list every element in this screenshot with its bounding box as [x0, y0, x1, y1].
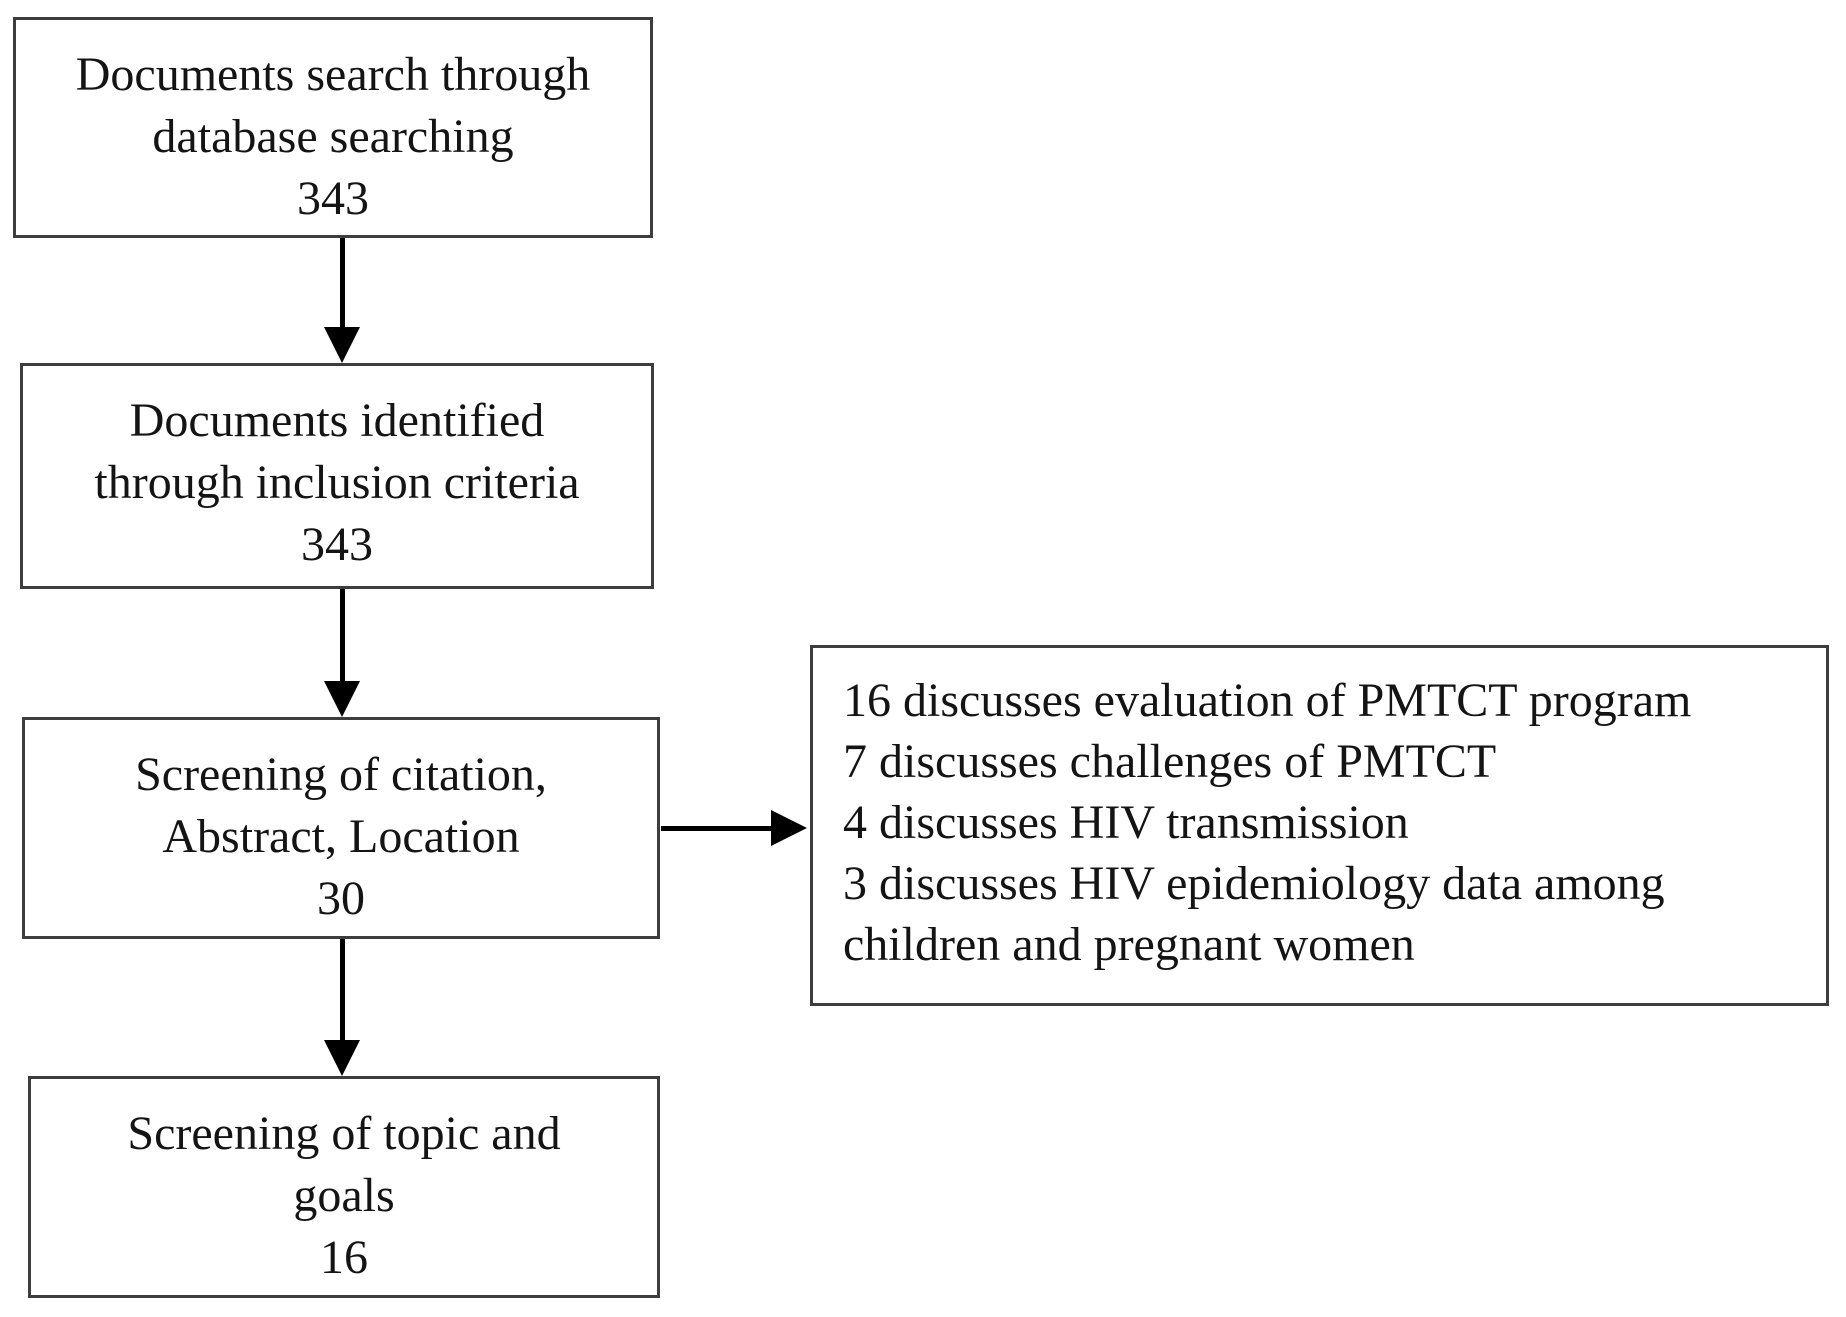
arrow-identified-to-citation — [323, 589, 361, 717]
box-documents-identified: Documents identified through inclusion c… — [20, 363, 654, 589]
down-arrowhead-icon — [324, 327, 360, 363]
box-count: 343 — [301, 518, 373, 571]
box-documents-search: Documents search through database search… — [13, 17, 653, 238]
arrow-shaft — [339, 589, 345, 681]
box-documents-search-text: Documents search through database search… — [16, 20, 650, 230]
box-line: Documents search through — [75, 48, 591, 101]
box-line: Documents identified — [129, 394, 545, 447]
box-line: Screening of topic and — [127, 1107, 561, 1160]
excluded-reason-line: 16 discusses evaluation of PMTCT program — [843, 674, 1692, 727]
box-screening-topic: Screening of topic and goals 16 — [28, 1076, 660, 1298]
excluded-reason-line: 7 discusses challenges of PMTCT — [843, 735, 1497, 788]
box-screening-citation: Screening of citation, Abstract, Locatio… — [22, 717, 660, 939]
box-line: database searching — [152, 110, 514, 163]
down-arrowhead-icon — [324, 1040, 360, 1076]
arrow-citation-to-topic — [323, 939, 361, 1076]
box-line: Screening of citation, — [135, 748, 547, 801]
box-line: Abstract, Location — [162, 810, 520, 863]
arrow-search-to-identified — [323, 238, 361, 363]
box-documents-identified-text: Documents identified through inclusion c… — [23, 366, 651, 576]
arrow-shaft — [661, 825, 771, 831]
box-count: 16 — [320, 1231, 368, 1284]
box-screening-topic-text: Screening of topic and goals 16 — [31, 1079, 657, 1289]
box-count: 343 — [297, 172, 369, 225]
box-excluded-reasons-text: 16 discusses evaluation of PMTCT program… — [813, 648, 1826, 975]
arrow-citation-to-excluded — [661, 809, 807, 847]
excluded-reason-line: children and pregnant women — [843, 918, 1415, 971]
arrow-shaft — [339, 939, 345, 1040]
down-arrowhead-icon — [324, 681, 360, 717]
box-excluded-reasons: 16 discusses evaluation of PMTCT program… — [810, 645, 1829, 1006]
box-line: goals — [293, 1169, 395, 1222]
excluded-reason-line: 3 discusses HIV epidemiology data among — [843, 857, 1665, 910]
box-line: through inclusion criteria — [94, 456, 580, 509]
arrow-shaft — [339, 238, 345, 327]
box-screening-citation-text: Screening of citation, Abstract, Locatio… — [25, 720, 657, 930]
excluded-reason-line: 4 discusses HIV transmission — [843, 796, 1409, 849]
box-count: 30 — [317, 872, 365, 925]
right-arrowhead-icon — [771, 810, 807, 846]
